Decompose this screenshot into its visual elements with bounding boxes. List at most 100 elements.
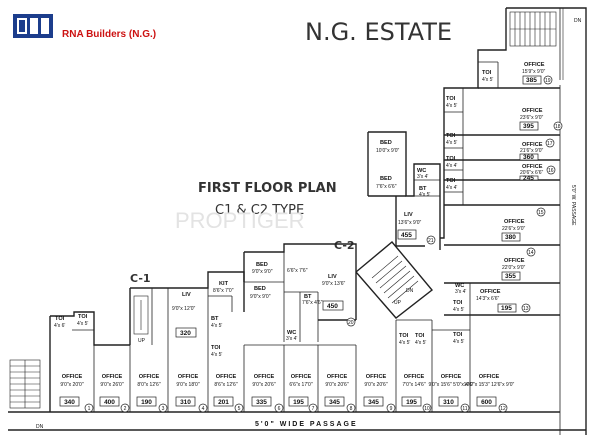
c1-toi-dim: 4'x 5' (211, 352, 222, 358)
c2-bt-label: BT (304, 294, 312, 300)
bottom-row-walls (8, 311, 586, 431)
estate-title: N.G. ESTATE (305, 18, 452, 46)
c3-bed2-label: BED (380, 176, 392, 182)
side-passage-label: 5'0" W. PASSAGE (570, 185, 576, 226)
office-room-label: OFFICE (102, 374, 123, 380)
toilet-label: TOI (482, 70, 492, 76)
c2-label: C-2 (334, 239, 355, 252)
office-number: 9 (390, 406, 393, 412)
office-number: 3 (162, 406, 165, 412)
c2-wc-dim: 3'x 4' (286, 336, 297, 342)
office-number-circle (234, 403, 244, 413)
toilet-label: TOI (453, 300, 463, 306)
office-area: 340 (64, 399, 75, 406)
c3-area: 455 (401, 232, 412, 239)
c1-bt-dim: 4'x 5' (211, 323, 222, 329)
office-room-label: OFFICE (291, 374, 312, 380)
office-17: OFFICE 21'6"x 9'0" 360 17 (519, 138, 555, 161)
office-number: 12 (500, 406, 506, 412)
office-number: 2 (124, 406, 127, 412)
bottom-stair-dn: DN (36, 424, 44, 430)
toilet-label: TOI (446, 178, 456, 184)
c2-bed-dim: 9'0"x 9'0" (252, 269, 273, 275)
office-area: 310 (443, 399, 454, 406)
office-number-circle (422, 403, 432, 413)
office-17-area: 360 (523, 154, 534, 161)
office-14: OFFICE 22'0"x 9'0" 355 14 (501, 247, 536, 281)
c2-num: 20 (348, 320, 354, 326)
stair-dn-label: DN (574, 18, 582, 24)
office-dim-label: 9'0"x 20'6" (325, 382, 348, 388)
office-area: 310 (180, 399, 191, 406)
c1-bed-dim: 9'0"x 9'0" (250, 294, 271, 300)
c2-stair-dn: DN (406, 288, 414, 294)
office-dim-label: 9'0"x 15'6" 5'0"x 4'6" (428, 382, 473, 388)
office-area-box (213, 396, 234, 407)
c1-stair-up: UP (138, 338, 146, 344)
office-18-area: 395 (523, 123, 534, 130)
c1-area: 320 (180, 330, 191, 337)
toilet-label: TOI (446, 156, 456, 162)
c2-wc-label: WC (287, 330, 296, 336)
office-area-box (324, 396, 345, 407)
c3-wc-dim: 3'x 4' (417, 174, 428, 180)
c2-stair: UP DN (355, 241, 434, 319)
office-number-circle (346, 403, 356, 413)
office-area: 345 (368, 399, 379, 406)
office-16-num: 16 (548, 168, 554, 174)
office-number: 4 (202, 406, 205, 412)
office-number-circle (198, 403, 208, 413)
office-area-box (476, 396, 497, 407)
office-15-num: 15 (538, 210, 544, 216)
c3-bt-label: BT (419, 186, 427, 192)
office-number-circle (158, 403, 168, 413)
office-13-room: OFFICE (480, 289, 501, 295)
office-18-num: 18 (555, 124, 561, 130)
office-area-box (59, 396, 80, 407)
office-number: 6 (278, 406, 281, 412)
office-14-dim: 22'0"x 9'0" (502, 265, 525, 271)
office-area: 345 (329, 399, 340, 406)
plan-subtitle: C1 & C2 TYPE (215, 203, 304, 218)
right-toilets: TOI 4'x 5' TOI 4'x 5' TOI 4'x 5' TOI 4'x… (446, 70, 493, 345)
office-area-box (438, 396, 459, 407)
office-19: OFFICE 15'9"x 9'0" 385 19 (522, 62, 553, 85)
office-area: 201 (218, 399, 229, 406)
office-area-box (288, 396, 309, 407)
c3-num: 21 (428, 238, 434, 244)
plan-title: FIRST FLOOR PLAN (198, 181, 337, 196)
office-14-num: 14 (528, 250, 534, 256)
office-number-circle (120, 403, 130, 413)
office-area: 600 (481, 399, 492, 406)
c1-kit-label: KIT (219, 281, 229, 287)
office-13-area: 195 (501, 305, 512, 312)
brand-logo (13, 14, 53, 38)
office-15-area: 380 (505, 234, 516, 241)
bottom-left-stair: DN (9, 359, 44, 430)
office-dim-label: 8'6"x 12'6" (214, 382, 237, 388)
watermark: PROPTIGER (175, 208, 305, 233)
office-room-label: OFFICE (404, 374, 425, 380)
c3-bt-dim: 4'x 5' (419, 192, 430, 198)
office-dim-label: 9'0"x 26'0" (100, 382, 123, 388)
office-15: OFFICE 22'6"x 9'0" 380 15 (501, 207, 546, 242)
office-number-circle (308, 403, 318, 413)
office-room-label: OFFICE (216, 374, 237, 380)
toilet-dim: 4'x 5' (482, 77, 493, 83)
office-19-num: 19 (545, 78, 551, 84)
c1-liv-label: LIV (182, 292, 191, 298)
c1-kit-dim: 8'6"x 7'0" (213, 288, 234, 294)
office-room-label: OFFICE (254, 374, 275, 380)
office-area-box (363, 396, 384, 407)
c1-apartment: LIV 9'0"x 12'0" 320 KIT 8'6"x 7'0" BED 9… (129, 271, 271, 358)
office-15-dim: 22'6"x 9'0" (502, 226, 525, 232)
office-dim-label: 9'0"x 20'6" (364, 382, 387, 388)
office-19-area: 385 (526, 77, 537, 84)
office-dim-label: 7'0"x 14'6" (402, 382, 425, 388)
